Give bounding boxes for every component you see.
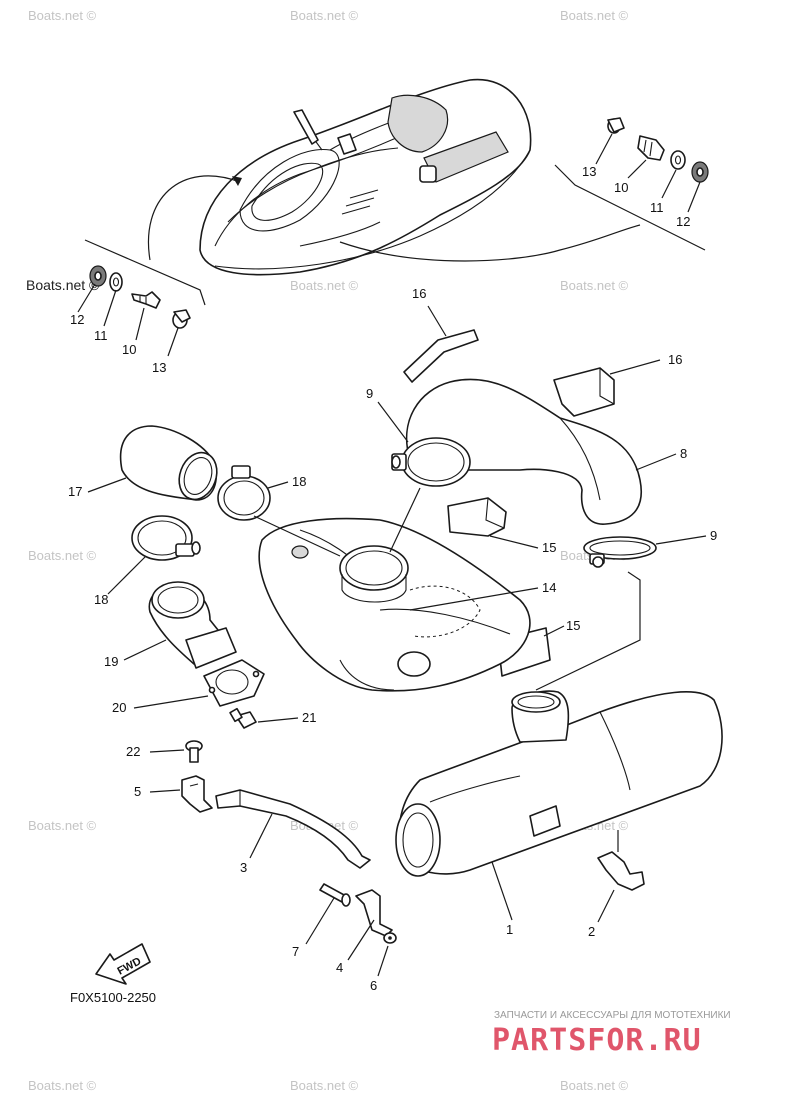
partsfor-logo: ЗАПЧАСТИ И АКСЕССУАРЫ ДЛЯ МОТОТЕХНИКИ PA… xyxy=(492,1010,731,1058)
watermark: Boats.net © xyxy=(26,277,100,293)
brand-name: PARTSFOR.RU xyxy=(492,1023,702,1058)
watermark: Boats.net © xyxy=(560,1078,629,1093)
callout-17: 17 xyxy=(68,484,82,499)
callout-15-lower: 15 xyxy=(566,618,580,633)
callout-13-left: 13 xyxy=(152,360,166,375)
exhaust-hose-17 xyxy=(119,425,218,501)
watermark: Boats.net © xyxy=(560,278,629,293)
watermark: Boats.net © xyxy=(290,278,359,293)
strap-3 xyxy=(215,789,371,869)
bolt-21 xyxy=(229,707,257,729)
callout-5: 5 xyxy=(134,784,141,799)
watercraft-illustration xyxy=(199,78,532,276)
left-fitting-pointer xyxy=(148,175,241,261)
watermark: Boats.net © xyxy=(28,548,97,563)
gasket-20 xyxy=(203,659,265,707)
callout-9-lower: 9 xyxy=(710,528,717,543)
callout-14: 14 xyxy=(542,580,556,595)
right-fittings xyxy=(607,117,709,183)
callout-15-upper: 15 xyxy=(542,540,556,555)
left-fitting-group-bracket xyxy=(84,239,206,306)
callout-11-right: 11 xyxy=(650,200,664,215)
watermark: Boats.net © xyxy=(28,818,97,833)
clamp-9-to-muffler-line xyxy=(535,571,641,691)
hose-clamp-9-lower xyxy=(583,536,657,568)
watermark: Boats.net © xyxy=(290,8,359,23)
hose-clamp-9-upper xyxy=(391,437,471,487)
callout-12-left: 12 xyxy=(70,312,84,327)
callout-9-upper: 9 xyxy=(366,386,373,401)
arrow-head-icon xyxy=(232,176,242,186)
callout-10-right: 10 xyxy=(614,180,628,195)
muffler-1 xyxy=(395,690,723,877)
clamp-18-to-body-line xyxy=(253,515,341,557)
bracket-2 xyxy=(597,851,645,891)
hose-clamp-18-lower xyxy=(131,515,201,561)
exhaust-hose-8 xyxy=(405,378,643,525)
callout-8: 8 xyxy=(680,446,687,461)
watermark: Boats.net © xyxy=(28,1078,97,1093)
washer-6 xyxy=(383,932,397,944)
watermark: Boats.net © xyxy=(560,8,629,23)
bracket-5 xyxy=(181,775,213,813)
callout-13-right: 13 xyxy=(582,164,596,179)
stay-4 xyxy=(355,889,393,937)
watermark: Boats.net © xyxy=(290,1078,359,1093)
callout-18-upper: 18 xyxy=(292,474,306,489)
bolt-22 xyxy=(185,740,203,763)
right-fitting-pointer xyxy=(339,224,641,262)
screw-7 xyxy=(319,883,351,907)
pad-16-right xyxy=(553,367,615,417)
right-fitting-group-bracket xyxy=(554,164,706,251)
callout-1: 1 xyxy=(506,922,513,937)
hose-clamp-18-upper xyxy=(217,465,271,521)
callout-19: 19 xyxy=(104,654,118,669)
callout-7: 7 xyxy=(292,944,299,959)
clamp-9-to-body-line xyxy=(389,487,421,553)
diagram-code: F0X5100-2250 xyxy=(70,990,156,1005)
callout-4: 4 xyxy=(336,960,343,975)
callout-18-lower: 18 xyxy=(94,592,108,607)
pad-16-upper xyxy=(403,329,479,383)
brand-tagline: ЗАПЧАСТИ И АКСЕССУАРЫ ДЛЯ МОТОТЕХНИКИ xyxy=(494,1010,731,1021)
fwd-arrow-icon: FWD xyxy=(95,943,151,985)
callout-16-upper: 16 xyxy=(412,286,426,301)
pad-15-upper xyxy=(447,497,507,537)
callout-12-right: 12 xyxy=(676,214,690,229)
exhaust-elbow-19 xyxy=(148,581,237,669)
callout-21: 21 xyxy=(302,710,316,725)
callout-10-left: 10 xyxy=(122,342,136,357)
water-lock-14 xyxy=(258,517,531,692)
left-fittings xyxy=(89,265,191,329)
callout-16-right: 16 xyxy=(668,352,682,367)
callout-2: 2 xyxy=(588,924,595,939)
callout-22: 22 xyxy=(126,744,140,759)
callout-20: 20 xyxy=(112,700,126,715)
callout-11-left: 11 xyxy=(94,328,108,343)
callout-6: 6 xyxy=(370,978,377,993)
watermark: Boats.net © xyxy=(28,8,97,23)
callout-3: 3 xyxy=(240,860,247,875)
